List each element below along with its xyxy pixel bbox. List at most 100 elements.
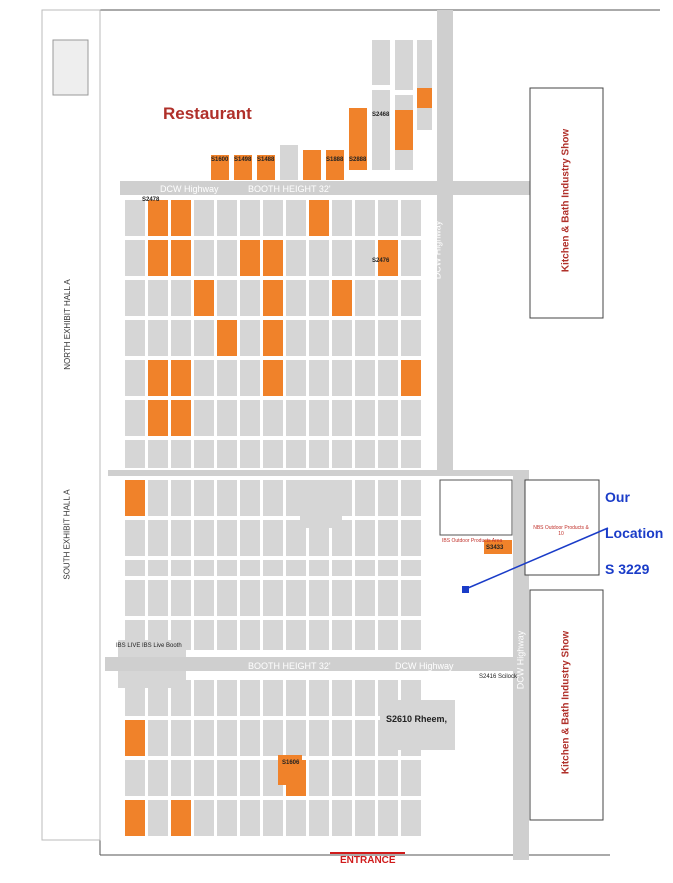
aisle-label-dcw-vertical-2: DCW Highway bbox=[515, 630, 526, 690]
booth-cell-upper bbox=[372, 40, 390, 85]
booth-cell-upper-orange bbox=[257, 155, 275, 180]
booth-cell bbox=[125, 580, 145, 616]
booth-cell bbox=[217, 580, 237, 616]
booth-cell bbox=[286, 280, 306, 316]
kbis-hall-bottom bbox=[529, 589, 604, 821]
booth-cell bbox=[171, 720, 191, 756]
booth-cell bbox=[240, 240, 260, 276]
booth-cell bbox=[286, 360, 306, 396]
booth-cell bbox=[309, 440, 329, 468]
booth-cell bbox=[263, 580, 283, 616]
booth-cell bbox=[355, 280, 375, 316]
booth-cell bbox=[194, 720, 214, 756]
booth-s3433-area bbox=[484, 540, 512, 554]
booth-cell bbox=[217, 440, 237, 468]
booth-cell bbox=[332, 720, 352, 756]
booth-cell bbox=[355, 240, 375, 276]
booth-cell bbox=[171, 480, 191, 516]
booth-cell bbox=[286, 720, 306, 756]
booth-cell bbox=[401, 360, 421, 396]
kbis-label-top: Kitchen & Bath Industry Show bbox=[560, 128, 572, 273]
booth-cell bbox=[401, 560, 421, 576]
booth-cell bbox=[401, 280, 421, 316]
booth-cell-upper bbox=[395, 40, 413, 90]
booth-cell bbox=[401, 620, 421, 650]
booth-cell bbox=[309, 680, 329, 716]
kbis-label-bottom: Kitchen & Bath Industry Show bbox=[560, 630, 572, 775]
booth-cell bbox=[355, 440, 375, 468]
our-location-line2: Location bbox=[605, 525, 664, 541]
booth-cell bbox=[148, 800, 168, 836]
booth-cell bbox=[309, 280, 329, 316]
booth-s1606-area bbox=[278, 755, 302, 785]
booth-cell bbox=[309, 240, 329, 276]
booth-cell bbox=[194, 240, 214, 276]
booth-cell bbox=[171, 760, 191, 796]
booth-cell bbox=[355, 200, 375, 236]
booth-cell bbox=[148, 320, 168, 356]
booth-cell bbox=[286, 680, 306, 716]
booth-cell bbox=[194, 560, 214, 576]
booth-cell bbox=[194, 520, 214, 556]
booth-cell bbox=[309, 400, 329, 436]
booth-cell bbox=[401, 240, 421, 276]
booth-cell bbox=[401, 520, 421, 556]
north-south-hall-a-band bbox=[41, 9, 101, 841]
booth-s2416: S2416 Scilock bbox=[479, 674, 518, 680]
booth-s2610: S2610 Rheem, bbox=[386, 714, 448, 724]
booth-cell-upper-orange bbox=[326, 150, 344, 180]
booth-cell bbox=[263, 520, 283, 556]
booth-cell bbox=[240, 440, 260, 468]
booth-cell bbox=[194, 440, 214, 468]
booth-cell bbox=[240, 680, 260, 716]
booth-cell bbox=[332, 280, 352, 316]
booth-cell bbox=[286, 520, 306, 556]
booth-cell bbox=[125, 280, 145, 316]
booth-cell bbox=[263, 360, 283, 396]
booth-cell bbox=[171, 240, 191, 276]
aisle-dcw-top bbox=[120, 181, 532, 195]
booth-cell bbox=[194, 200, 214, 236]
booth-cell bbox=[378, 240, 398, 276]
booth-cell bbox=[171, 520, 191, 556]
booth-cell bbox=[171, 400, 191, 436]
booth-cell bbox=[332, 800, 352, 836]
booth-s2478: S2478 bbox=[142, 197, 160, 203]
booth-cell bbox=[263, 680, 283, 716]
booth-cell bbox=[125, 360, 145, 396]
our-location-pointer bbox=[467, 527, 609, 589]
booth-cell bbox=[125, 400, 145, 436]
booth-cell bbox=[263, 320, 283, 356]
booth-nbs-outdoor: NBS Outdoor Products & 10 bbox=[533, 525, 589, 537]
booth-cell bbox=[148, 440, 168, 468]
booth-cell bbox=[286, 620, 306, 650]
booth-cell bbox=[171, 580, 191, 616]
booth-cell bbox=[378, 800, 398, 836]
booth-cell bbox=[148, 200, 168, 236]
booth-cell bbox=[240, 200, 260, 236]
kbis-hall-top bbox=[529, 87, 604, 319]
booth-cell bbox=[378, 760, 398, 796]
booth-cell bbox=[309, 200, 329, 236]
booth-cell bbox=[217, 800, 237, 836]
booth-cell-upper-orange bbox=[303, 150, 321, 180]
booth-cell bbox=[194, 620, 214, 650]
booth-cell-upper-orange bbox=[349, 108, 367, 170]
booth-s1606: S1606 bbox=[282, 760, 300, 766]
booth-cell bbox=[240, 560, 260, 576]
hall-a-room bbox=[52, 39, 89, 96]
booth-cell bbox=[240, 720, 260, 756]
booth-cell bbox=[286, 800, 306, 836]
aisle-label-dcw-vertical: DCW Highway bbox=[432, 220, 443, 280]
booth-cell bbox=[286, 200, 306, 236]
booth-cell bbox=[263, 440, 283, 468]
booth-cell bbox=[240, 280, 260, 316]
aisle-label-dcw-top: DCW Highway bbox=[160, 184, 219, 194]
booth-cell bbox=[332, 520, 352, 556]
booth-cell bbox=[378, 320, 398, 356]
booth-cell-upper bbox=[280, 145, 298, 180]
booth-cell bbox=[401, 400, 421, 436]
booth-cell bbox=[401, 320, 421, 356]
booth-cell bbox=[355, 320, 375, 356]
booth-cell bbox=[125, 320, 145, 356]
